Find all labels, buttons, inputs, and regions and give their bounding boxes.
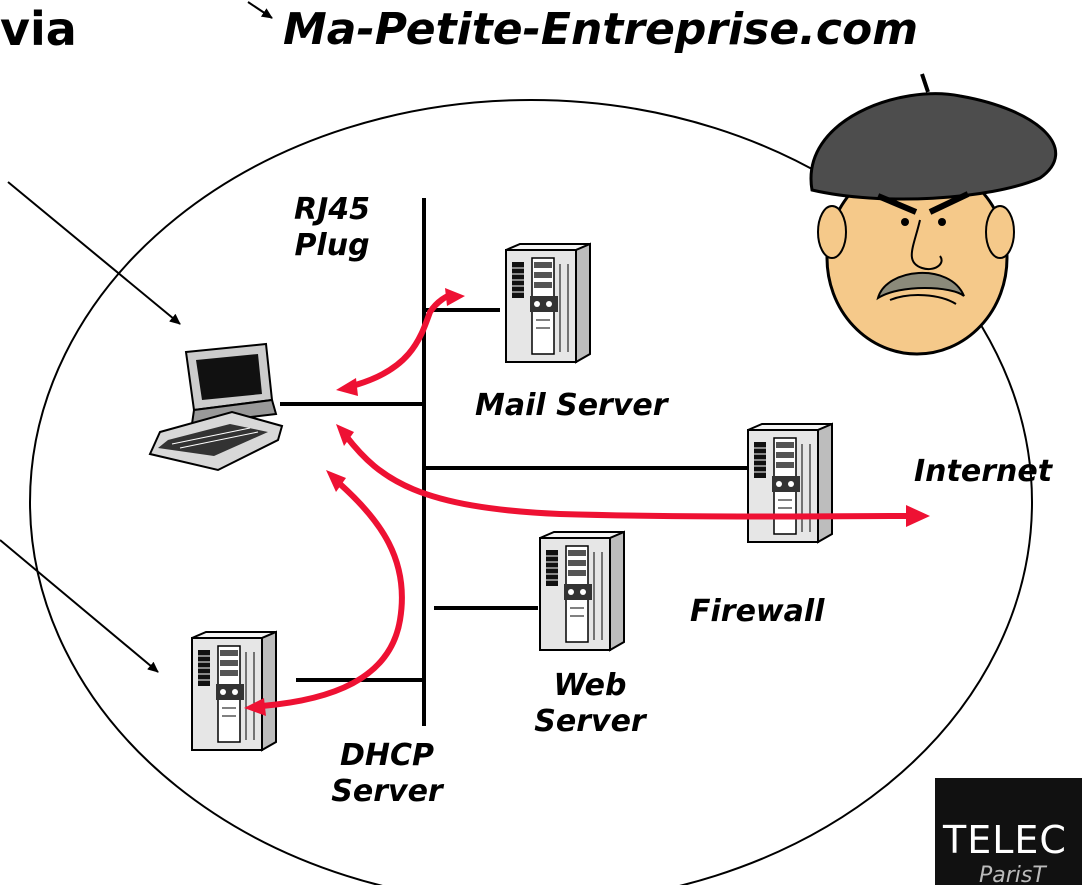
internet-label: Internet — [914, 454, 1053, 489]
web-line2: Server — [534, 704, 646, 739]
server-icon — [747, 423, 833, 543]
web-line1: Web — [553, 668, 627, 703]
heading-fragment: via — [0, 2, 77, 56]
dhcp-line1: DHCP — [339, 738, 434, 773]
laptop-icon — [148, 342, 284, 472]
beret-man-face-icon — [809, 73, 1058, 356]
firewall-label: Firewall — [690, 594, 825, 629]
rj45-plug-label: RJ45 Plug — [272, 192, 392, 264]
server-icon — [505, 243, 591, 363]
logo-sub-text: ParisT — [979, 863, 1046, 885]
dhcp-server-label: DHCP Server — [312, 738, 462, 810]
mail-server-label: Mail Server — [475, 388, 668, 423]
server-icon — [191, 631, 277, 751]
rj45-line2: Plug — [294, 228, 370, 263]
web-server-label: Web Server — [520, 668, 660, 740]
logo-main-text: TELEC — [943, 818, 1067, 862]
telecom-logo: TELEC ParisT — [935, 778, 1082, 885]
page-title: Ma-Petite-Entreprise.com — [283, 4, 919, 55]
dhcp-line2: Server — [331, 774, 443, 809]
rj45-line1: RJ45 — [293, 192, 370, 227]
server-icon — [539, 531, 625, 651]
